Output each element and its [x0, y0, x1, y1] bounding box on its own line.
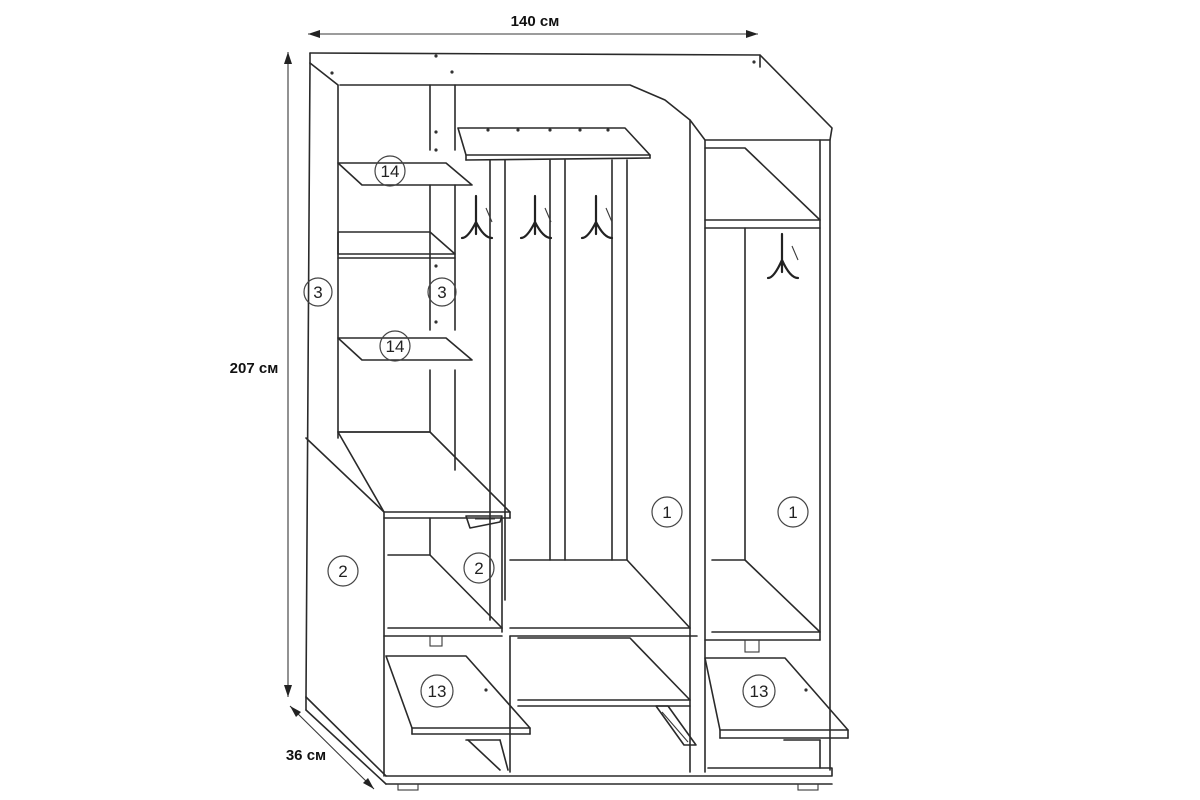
part-label-1-right: 1 — [777, 496, 809, 528]
svg-text:3: 3 — [437, 283, 446, 302]
part-label-2-inner: 2 — [463, 552, 495, 584]
lower-left-cabinet — [305, 431, 531, 777]
dimension-depth: 36 см — [286, 705, 375, 790]
part-label-3-left: 3 — [303, 277, 333, 307]
part-label-1-center: 1 — [651, 496, 683, 528]
part-label-14-lower: 14 — [379, 330, 411, 362]
hook-icon — [766, 232, 800, 280]
part-label-13-left: 13 — [420, 674, 454, 708]
hook-icon — [519, 194, 553, 240]
right-section — [704, 147, 849, 769]
svg-text:14: 14 — [386, 337, 405, 356]
hook-icon — [580, 194, 614, 240]
depth-label: 36 см — [286, 747, 326, 764]
part-label-3-right: 3 — [427, 277, 457, 307]
width-label: 140 см — [511, 13, 560, 30]
svg-text:13: 13 — [750, 682, 769, 701]
left-shelf-tower — [337, 84, 473, 471]
cabinet-body — [305, 52, 833, 791]
svg-text:3: 3 — [313, 283, 322, 302]
hook-icon — [460, 194, 494, 240]
screw-marks — [330, 54, 808, 692]
part-label-14-upper: 14 — [374, 155, 406, 187]
svg-text:1: 1 — [662, 503, 671, 522]
dimension-width: 140 см — [308, 13, 758, 38]
dimension-height: 207 см — [230, 52, 292, 697]
part-label-2-outer: 2 — [327, 555, 359, 587]
svg-text:14: 14 — [381, 162, 400, 181]
svg-text:13: 13 — [428, 682, 447, 701]
svg-text:2: 2 — [338, 562, 347, 581]
height-label: 207 см — [230, 360, 279, 377]
svg-text:1: 1 — [788, 503, 797, 522]
central-section — [457, 119, 706, 773]
part-label-13-right: 13 — [742, 674, 776, 708]
coat-hooks — [460, 194, 800, 280]
svg-text:2: 2 — [474, 559, 483, 578]
